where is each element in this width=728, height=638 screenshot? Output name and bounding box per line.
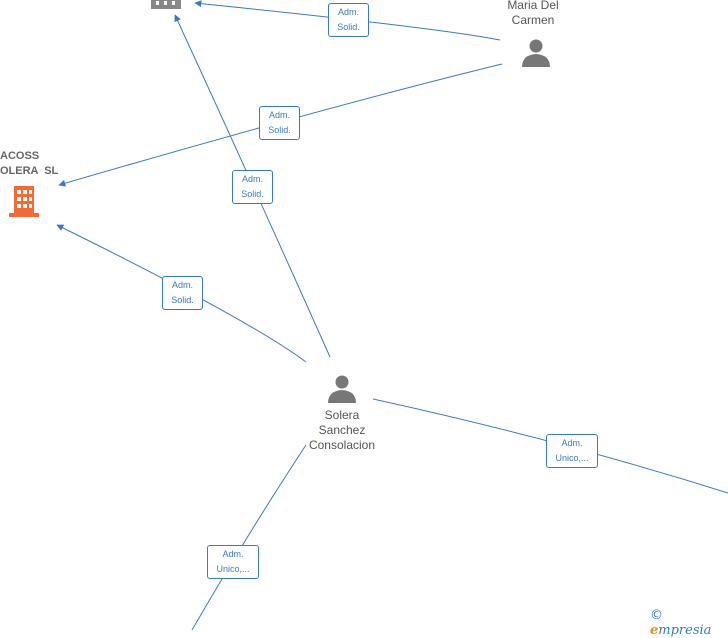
building-icon[interactable]	[9, 186, 39, 217]
edge-maria-to-top-company[interactable]	[194, 0, 501, 41]
company-label-left[interactable]: ACOSS OLERA SL	[0, 150, 59, 177]
edge-label-type: Unico,...	[216, 564, 250, 574]
edge-label-type: Solid.	[241, 189, 264, 199]
edge-label-type: Solid.	[337, 22, 360, 32]
edge-label-role: Adm.	[268, 110, 290, 120]
edge-label-type: Solid.	[268, 125, 291, 135]
edge-label-solera-right: Adm. Unico,...	[546, 434, 598, 468]
edge-solera-to-left-company[interactable]	[56, 224, 307, 363]
building-icon[interactable]	[151, 0, 181, 9]
edge-label-solera-bottom: Adm. Unico,...	[207, 545, 259, 579]
edge-label-role: Adm.	[222, 549, 244, 559]
edge-label-solera-left: Adm. Solid.	[162, 276, 203, 310]
edge-label-maria-left: Adm. Solid.	[259, 106, 300, 140]
edge-label-type: Solid.	[171, 295, 194, 305]
edge-label-type: Unico,...	[555, 453, 589, 463]
edge-label-solera-top: Adm. Solid.	[232, 170, 273, 204]
edge-label-role: Adm.	[337, 7, 359, 17]
brand-name: mpresia	[658, 623, 712, 638]
copyright-icon: ©	[650, 608, 663, 623]
person-icon[interactable]	[328, 375, 356, 404]
person-label-maria[interactable]: Maria Del Carmen	[507, 0, 559, 27]
person-icon[interactable]	[522, 39, 550, 68]
edge-maria-to-left-company[interactable]	[58, 63, 503, 187]
empresia-logo: © empresia	[650, 608, 728, 638]
edge-label-role: Adm.	[561, 438, 583, 448]
person-label-solera[interactable]: Solera Sanchez Consolacion	[308, 408, 376, 452]
edge-label-role: Adm.	[241, 174, 263, 184]
edge-solera-to-bottom[interactable]	[191, 444, 307, 630]
edge-label-role: Adm.	[171, 280, 193, 290]
edge-label-maria-top: Adm. Solid.	[328, 3, 369, 37]
